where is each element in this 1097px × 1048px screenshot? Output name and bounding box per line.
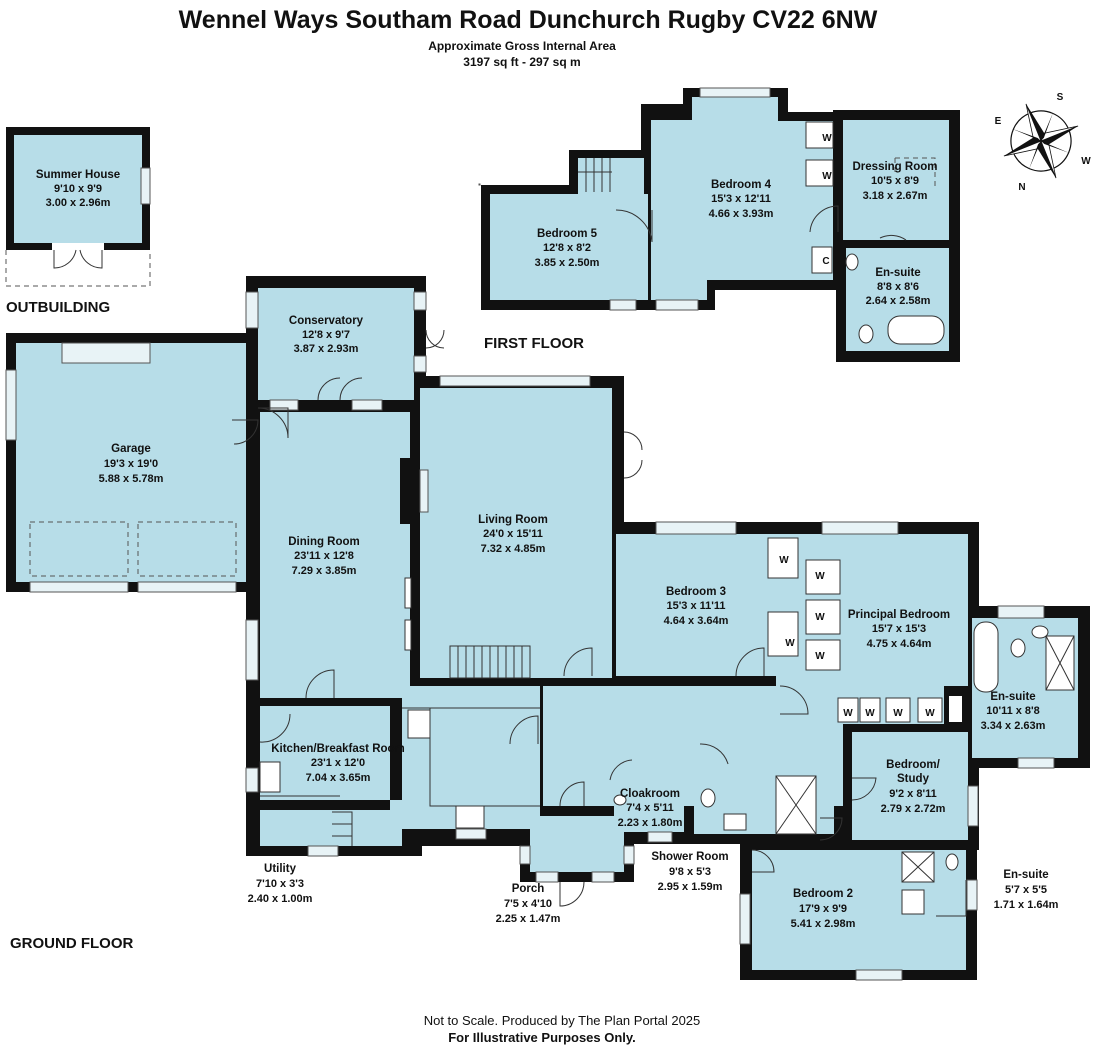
bedroom-study-metric: 2.79 x 2.72m (881, 803, 946, 815)
ground-floor-rooms (5, 288, 1078, 981)
bedroom-2-metric: 5.41 x 2.98m (791, 918, 856, 930)
outbuilding-label: OUTBUILDING (6, 299, 110, 316)
bedroom-5-name: Bedroom 5 (537, 228, 598, 240)
dining-room-name: Dining Room (288, 536, 360, 548)
porch-imperial: 7'5 x 4'10 (504, 898, 552, 910)
ground-floor-label: GROUND FLOOR (10, 935, 133, 952)
cloakroom-imperial: 7'4 x 5'11 (626, 802, 673, 814)
bedroom-study-imperial: 9'2 x 8'11 (889, 788, 936, 800)
compass-e: E (995, 116, 1002, 127)
shower-room-metric: 2.95 x 1.59m (658, 881, 723, 893)
b3-wardrobe-2: W (785, 638, 795, 649)
utility-imperial: 7'10 x 3'3 (256, 878, 304, 890)
bed2-ensuite-imperial: 5'7 x 5'5 (1005, 884, 1047, 896)
living-room-metric: 7.32 x 4.85m (481, 543, 546, 555)
cloakroom-name: Cloakroom (620, 788, 680, 800)
bedroom-3-imperial: 15'3 x 11'11 (666, 600, 725, 612)
principal-bedroom-name: Principal Bedroom (848, 609, 950, 621)
pb-wardrobe-6: W (893, 708, 903, 719)
first-ensuite-metric: 2.64 x 2.58m (866, 295, 931, 307)
principal-bedroom-imperial: 15'7 x 15'3 (872, 623, 926, 635)
compass-w: W (1081, 156, 1091, 167)
dressing-room-metric: 3.18 x 2.67m (863, 190, 928, 202)
footer-illustrative-note: For Illustrative Purposes Only. (448, 1030, 636, 1045)
bedroom-4-metric: 4.66 x 3.93m (709, 208, 774, 220)
bed2-ensuite-name: En-suite (1003, 869, 1048, 881)
b3-wardrobe-1: W (779, 555, 789, 566)
garage-name: Garage (111, 443, 151, 455)
principal-ensuite-name: En-suite (990, 691, 1035, 703)
cloakroom-metric: 2.23 x 1.80m (618, 817, 683, 829)
bedroom-study-name-1: Bedroom/ (886, 759, 940, 771)
porch-name: Porch (512, 883, 545, 895)
area-label: Approximate Gross Internal Area (428, 39, 616, 53)
bedroom-4-name: Bedroom 4 (711, 179, 772, 191)
shower-room-imperial: 9'8 x 5'3 (669, 866, 711, 878)
first-cupboard: C (822, 256, 829, 267)
area-value: 3197 sq ft - 297 sq m (463, 55, 580, 69)
living-room-name: Living Room (478, 514, 548, 526)
plan-title: Wennel Ways Southam Road Dunchurch Rugby… (179, 6, 878, 34)
principal-bedroom-metric: 4.75 x 4.64m (867, 638, 932, 650)
footer-scale-note: Not to Scale. Produced by The Plan Porta… (424, 1013, 701, 1028)
utility-name: Utility (264, 863, 297, 875)
pb-wardrobe-4: W (843, 708, 853, 719)
bedroom-5-metric: 3.85 x 2.50m (535, 257, 600, 269)
conservatory-imperial: 12'8 x 9'7 (302, 329, 350, 341)
pb-wardrobe-1: W (815, 571, 825, 582)
kitchen-name: Kitchen/Breakfast Room (271, 743, 405, 755)
principal-ensuite-imperial: 10'11 x 8'8 (986, 705, 1040, 717)
compass-rose-icon (1003, 103, 1079, 179)
utility-metric: 2.40 x 1.00m (248, 893, 313, 905)
bedroom-5-imperial: 12'8 x 8'2 (543, 242, 591, 254)
pb-wardrobe-5: W (865, 708, 875, 719)
summer-house-metric: 3.00 x 2.96m (46, 197, 111, 209)
compass-s: S (1057, 92, 1064, 103)
first-ensuite-name: En-suite (875, 267, 920, 279)
bedroom-2-imperial: 17'9 x 9'9 (799, 903, 847, 915)
bedroom-2-name: Bedroom 2 (793, 888, 853, 900)
summer-house-block (5, 127, 151, 287)
bedroom-study-name-2: Study (897, 773, 930, 785)
pb-wardrobe-3: W (815, 651, 825, 662)
garage-imperial: 19'3 x 19'0 (104, 458, 158, 470)
summer-house-name: Summer House (36, 169, 120, 181)
summer-house-imperial: 9'10 x 9'9 (54, 183, 102, 195)
living-room-imperial: 24'0 x 15'11 (483, 528, 543, 540)
first-floor-label: FIRST FLOOR (484, 335, 584, 352)
bedroom-3-metric: 4.64 x 3.64m (664, 615, 729, 627)
first-wardrobe-1: W (822, 133, 832, 144)
conservatory-name: Conservatory (289, 315, 364, 327)
kitchen-metric: 7.04 x 3.65m (306, 772, 371, 784)
dressing-room-imperial: 10'5 x 8'9 (871, 175, 919, 187)
shower-room-name: Shower Room (651, 851, 728, 863)
bedroom-4-imperial: 15'3 x 12'11 (711, 193, 771, 205)
pb-wardrobe-7: W (925, 708, 935, 719)
principal-ensuite-metric: 3.34 x 2.63m (981, 720, 1046, 732)
first-wardrobe-2: W (822, 171, 832, 182)
dining-room-imperial: 23'11 x 12'8 (294, 550, 354, 562)
bedroom-3-name: Bedroom 3 (666, 586, 726, 598)
dressing-room-name: Dressing Room (853, 161, 938, 173)
porch-metric: 2.25 x 1.47m (496, 913, 561, 925)
first-ensuite-imperial: 8'8 x 8'6 (877, 281, 919, 293)
first-floor-rooms (478, 87, 949, 351)
pb-wardrobe-2: W (815, 612, 825, 623)
compass-n: N (1018, 182, 1025, 193)
conservatory-metric: 3.87 x 2.93m (294, 343, 359, 355)
bed2-ensuite-metric: 1.71 x 1.64m (994, 899, 1059, 911)
kitchen-imperial: 23'1 x 12'0 (311, 757, 365, 769)
garage-metric: 5.88 x 5.78m (99, 473, 164, 485)
dining-room-metric: 7.29 x 3.85m (292, 565, 357, 577)
